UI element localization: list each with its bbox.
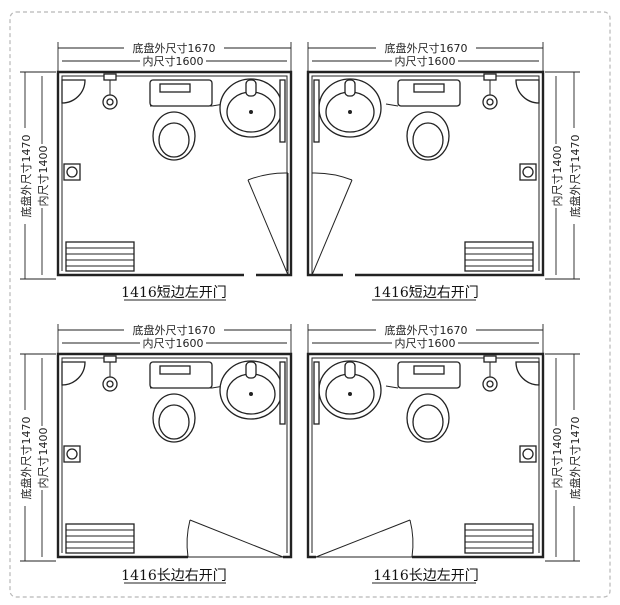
- outer-width-label: 底盘外尺寸1670: [133, 41, 216, 55]
- plan-short-right-door: 底盘外尺寸1670 内尺寸1600 底盘外尺寸1470 内尺寸1400: [306, 40, 582, 301]
- label-mask: [392, 54, 458, 68]
- towel-rack-icon: [464, 241, 534, 272]
- room-walls: [56, 352, 293, 559]
- door-swing-icon: [315, 519, 414, 558]
- label-mask: [35, 426, 49, 490]
- inner-height-label: 内尺寸1400: [550, 428, 564, 489]
- label-mask: [124, 322, 224, 337]
- outer-width-label: 底盘外尺寸1670: [133, 323, 216, 337]
- wall-outlet-icon: [63, 163, 81, 181]
- inner-height-label: 内尺寸1400: [36, 428, 50, 489]
- label-mask: [376, 40, 476, 55]
- plan-long-right-door: 底盘外尺寸1670 内尺寸1600 底盘外尺寸1470 内尺寸1400: [18, 322, 293, 584]
- inner-wall-line: [61, 75, 288, 271]
- label-mask: [18, 128, 32, 224]
- inner-height-label: 内尺寸1400: [36, 146, 50, 207]
- wall-outlet-icon: [63, 445, 81, 463]
- shower-head-icon: [482, 73, 498, 110]
- inner-width-label: 内尺寸1600: [143, 54, 204, 68]
- label-mask: [140, 54, 206, 68]
- shower-head-icon: [102, 73, 118, 110]
- outer-width-label: 底盘外尺寸1670: [385, 323, 468, 337]
- inner-width-label: 内尺寸1600: [143, 336, 204, 350]
- corner-shelf: [61, 79, 86, 104]
- door-swing-icon: [247, 172, 289, 276]
- label-mask: [376, 322, 476, 337]
- inner-width-label: 内尺寸1600: [395, 54, 456, 68]
- room-walls: [306, 352, 545, 559]
- label-mask: [392, 336, 458, 350]
- toilet-icon: [149, 79, 213, 161]
- label-mask: [35, 144, 49, 208]
- label-mask: [567, 410, 581, 506]
- sheet-frame: [9, 11, 611, 598]
- towel-rack-icon: [65, 241, 135, 272]
- shower-head-icon: [102, 355, 118, 392]
- inner-height-label: 内尺寸1400: [550, 146, 564, 207]
- grab-rail: [279, 361, 286, 425]
- toilet-icon: [397, 361, 461, 443]
- basin-icon: [219, 360, 283, 420]
- outer-height-label: 底盘外尺寸1470: [568, 417, 582, 500]
- towel-rack-icon: [464, 523, 534, 554]
- basin-icon: [219, 78, 283, 138]
- inner-wall-line: [311, 357, 540, 553]
- towel-rack-icon: [65, 523, 135, 554]
- vanity-counter-edge: [385, 103, 399, 107]
- plan-long-left-door: 底盘外尺寸1670 内尺寸1600 底盘外尺寸1470 内尺寸1400: [306, 322, 582, 584]
- toilet-icon: [149, 361, 213, 443]
- room-walls: [56, 70, 293, 277]
- label-mask: [140, 336, 206, 350]
- outer-height-label: 底盘外尺寸1470: [19, 135, 33, 218]
- plan-caption: 1416长边右开门: [121, 568, 227, 584]
- basin-icon: [318, 78, 382, 138]
- plan-caption: 1416长边左开门: [373, 568, 479, 584]
- inner-width-label: 内尺寸1600: [395, 336, 456, 350]
- plan-short-left-door: 底盘外尺寸1670 内尺寸1600 底盘外尺寸1470 内尺寸1400: [18, 40, 293, 301]
- corner-shelf: [61, 361, 86, 386]
- door-swing-icon: [311, 172, 353, 276]
- toilet-icon: [397, 79, 461, 161]
- outer-height-label: 底盘外尺寸1470: [19, 417, 33, 500]
- plan-caption: 1416短边左开门: [121, 285, 227, 301]
- label-mask: [549, 426, 563, 490]
- grab-rail: [313, 79, 320, 143]
- wall-outlet-icon: [519, 445, 537, 463]
- label-mask: [567, 128, 581, 224]
- outer-height-label: 底盘外尺寸1470: [568, 135, 582, 218]
- corner-shelf: [515, 361, 540, 386]
- label-mask: [18, 410, 32, 506]
- label-mask: [124, 40, 224, 55]
- vanity-counter-edge: [385, 385, 399, 389]
- label-mask: [549, 144, 563, 208]
- outer-width-label: 底盘外尺寸1670: [385, 41, 468, 55]
- room-walls: [306, 70, 545, 277]
- corner-shelf: [515, 79, 540, 104]
- shower-head-icon: [482, 355, 498, 392]
- basin-icon: [318, 360, 382, 420]
- inner-wall-line: [61, 357, 288, 553]
- plan-caption: 1416短边右开门: [373, 285, 479, 301]
- grab-rail: [313, 361, 320, 425]
- wall-outlet-icon: [519, 163, 537, 181]
- door-swing-icon: [186, 519, 284, 558]
- grab-rail: [279, 79, 286, 143]
